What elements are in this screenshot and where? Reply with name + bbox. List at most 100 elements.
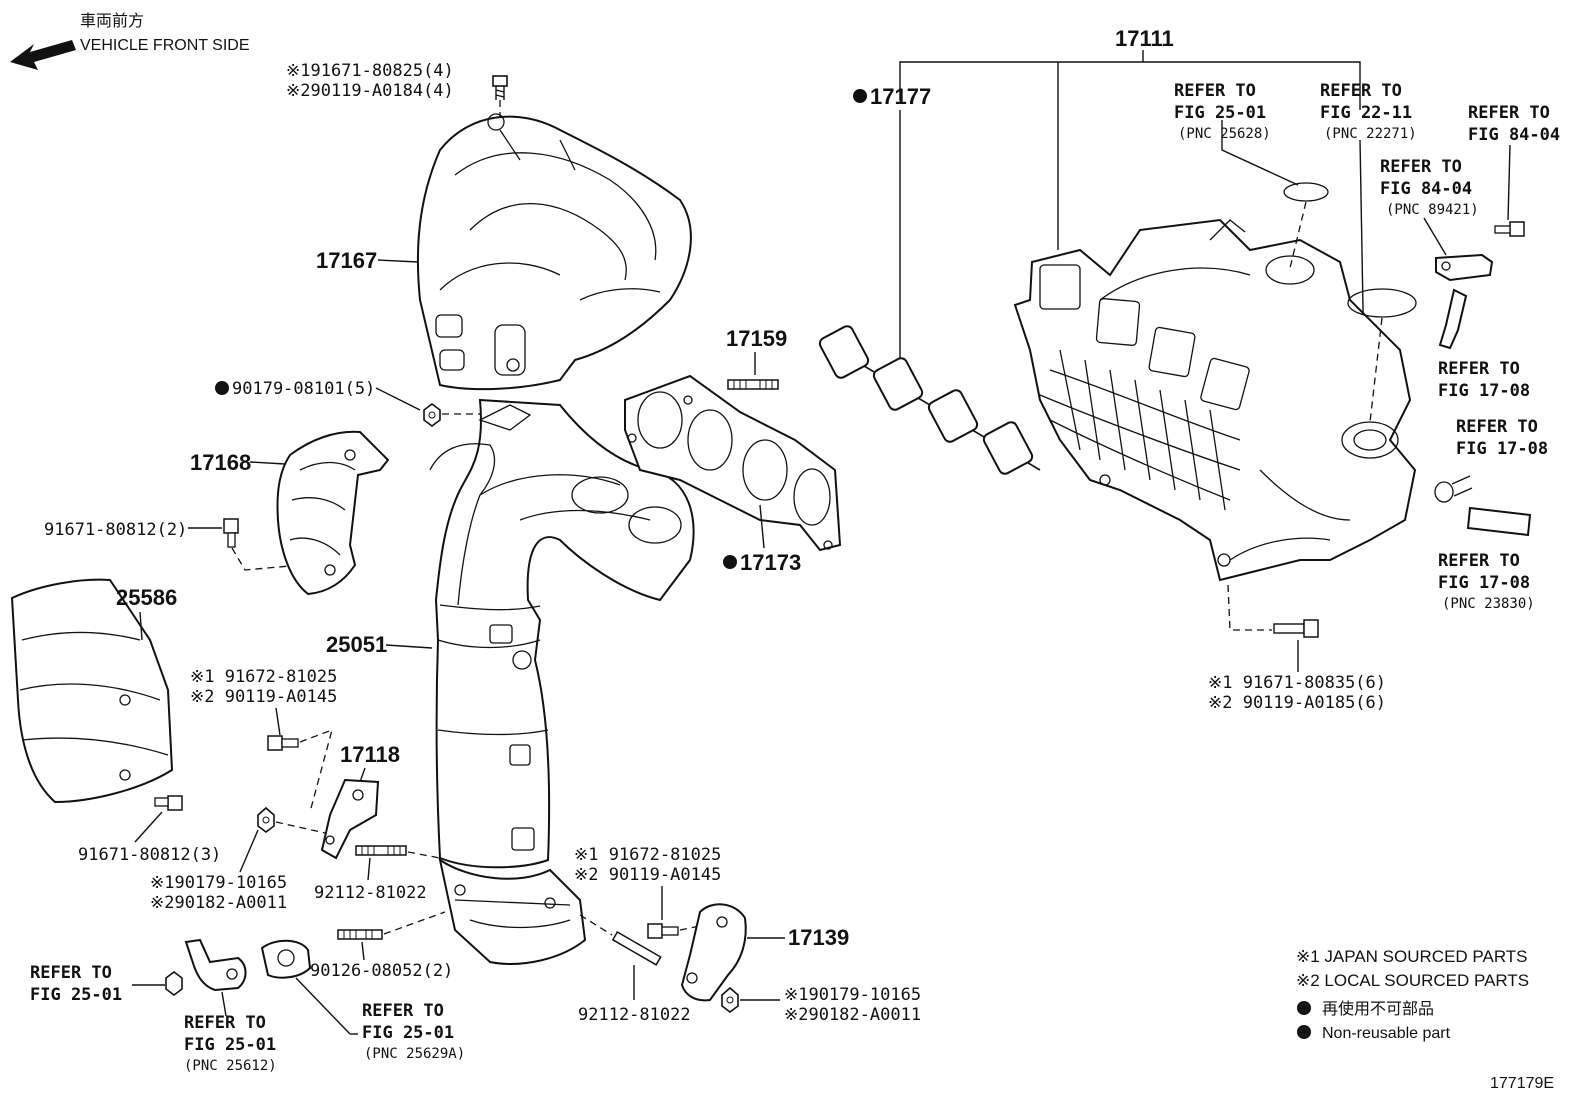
gasket-22271	[1347, 288, 1417, 318]
label-bolt-manifold-1: ※1 91671-80835(6)	[1208, 673, 1386, 693]
label-nut-right-2: ※290182-A0011	[784, 1005, 921, 1025]
label-bolt-manifold-2: ※2 90119-A0185(6)	[1208, 693, 1386, 713]
ref-25628-line2: FIG 25-01	[1174, 103, 1266, 123]
non-reusable-dot-icon	[853, 89, 867, 103]
bolt-icon	[267, 735, 299, 751]
label-25051: 25051	[326, 632, 387, 657]
label-17168: 17168	[190, 450, 251, 475]
intake-manifold-17111	[1013, 218, 1417, 582]
sensor-89421	[1435, 253, 1494, 282]
label-bolt-top-1: ※191671-80825(4)	[286, 61, 454, 81]
label-bolt-mid-1: ※1 91672-81025	[190, 667, 337, 687]
bolt-icon	[154, 795, 183, 811]
ref-25612-pnc: (PNC 25612)	[184, 1058, 277, 1074]
ref-25628-pnc: (PNC 25628)	[1178, 126, 1271, 142]
nut-icon	[165, 971, 183, 996]
label-bolt-91671-80812-3: 91671-80812(3)	[78, 845, 221, 865]
label-stud-90126-08052: 90126-08052(2)	[310, 961, 453, 981]
front-arrow-icon	[10, 40, 76, 70]
clamp-1708b	[1434, 475, 1473, 503]
bolt-top-icon	[492, 75, 508, 100]
hose-1708a	[1438, 288, 1468, 350]
legend-japan-parts: ※1 JAPAN SOURCED PARTS	[1296, 947, 1528, 966]
stud-92112-icon	[355, 845, 407, 856]
label-nut-left-2: ※290182-A0011	[150, 893, 287, 913]
ref-1708b-line1: REFER TO	[1456, 417, 1538, 437]
figure-id: 177179E	[1490, 1075, 1554, 1092]
stay-17118	[320, 778, 380, 860]
ref-2501a-line2: FIG 25-01	[30, 985, 122, 1005]
ref-23830-pnc: (PNC 23830)	[1442, 596, 1535, 612]
label-stud-92112-81022-b: 92112-81022	[578, 1005, 691, 1025]
bolt-icon	[223, 518, 239, 548]
heat-insulator-25586	[10, 578, 174, 804]
label-bolt-top-2: ※290119-A0184(4)	[286, 81, 454, 101]
label-17118: 17118	[340, 742, 400, 767]
ref-89421-line2: FIG 84-04	[1380, 179, 1472, 199]
stud-90126-icon	[337, 929, 383, 940]
non-reusable-dot-icon	[1297, 1025, 1311, 1039]
non-reusable-dot-icon	[1297, 1001, 1311, 1015]
label-bolt-lower-1: ※1 91672-81025	[574, 845, 721, 865]
legend-local-parts: ※2 LOCAL SOURCED PARTS	[1296, 971, 1529, 990]
ref-1708a-line2: FIG 17-08	[1438, 381, 1530, 401]
ref-25612-line2: FIG 25-01	[184, 1035, 276, 1055]
exhaust-manifold-25051	[429, 398, 695, 965]
non-reusable-dot-icon	[723, 555, 737, 569]
label-17167: 17167	[316, 248, 377, 273]
ref-25629a-pnc: (PNC 25629A)	[364, 1046, 465, 1062]
gasket-17173	[624, 374, 842, 552]
ref-22271-pnc: (PNC 22271)	[1324, 126, 1417, 142]
bolt-icon	[647, 923, 679, 939]
nut-icon	[721, 986, 739, 1013]
bolt-icon	[1273, 619, 1319, 638]
label-17159: 17159	[726, 326, 787, 351]
bracket-25612	[184, 938, 247, 992]
label-nut-90179-08101: 90179-08101(5)	[232, 379, 375, 399]
ref-8404a-line1: REFER TO	[1468, 103, 1550, 123]
label-nut-right-1: ※190179-10165	[784, 985, 921, 1005]
ref-22271-line1: REFER TO	[1320, 81, 1402, 101]
heat-insulator-17168	[276, 430, 390, 596]
stay-17139	[680, 903, 747, 1002]
label-nut-left-1: ※190179-10165	[150, 873, 287, 893]
stud-92112-icon	[611, 931, 662, 966]
ref-1708a-line1: REFER TO	[1438, 359, 1520, 379]
nut-icon	[257, 806, 275, 833]
bolt-icon	[1494, 221, 1525, 237]
gasket-25629a	[260, 939, 312, 979]
heat-insulator-17167	[416, 113, 692, 391]
ref-89421-pnc: (PNC 89421)	[1386, 202, 1479, 218]
ref-23830-line1: REFER TO	[1438, 551, 1520, 571]
ref-25612-line1: REFER TO	[184, 1013, 266, 1033]
label-bolt-mid-2: ※2 90119-A0145	[190, 687, 337, 707]
front-label-jp: 車両前方	[80, 12, 144, 30]
legend-nonreuse-en: Non-reusable part	[1322, 1025, 1451, 1042]
ref-25629a-line2: FIG 25-01	[362, 1023, 454, 1043]
legend-nonreuse-jp: 再使用不可部品	[1322, 1000, 1434, 1018]
ref-22271-line2: FIG 22-11	[1320, 103, 1412, 123]
ref-23830-line2: FIG 17-08	[1438, 573, 1530, 593]
front-label-en: VEHICLE FRONT SIDE	[80, 37, 250, 54]
label-25586: 25586	[116, 585, 177, 610]
ref-2501a-line1: REFER TO	[30, 963, 112, 983]
o-ring-25628	[1283, 182, 1329, 202]
ref-25628-line1: REFER TO	[1174, 81, 1256, 101]
non-reusable-dot-icon	[215, 381, 229, 395]
label-17173: 17173	[740, 550, 801, 575]
nut-icon	[423, 403, 441, 427]
gaskets-17177	[818, 325, 1041, 475]
legend: ※1 JAPAN SOURCED PARTS ※2 LOCAL SOURCED …	[1296, 947, 1529, 1042]
label-17139: 17139	[788, 925, 849, 950]
label-17177: 17177	[870, 84, 931, 109]
label-stud-92112-81022-a: 92112-81022	[314, 883, 427, 903]
hose-23830	[1466, 506, 1532, 537]
ref-25629a-line1: REFER TO	[362, 1001, 444, 1021]
stud-17159-icon	[727, 379, 779, 390]
ref-1708b-line2: FIG 17-08	[1456, 439, 1548, 459]
label-bolt-lower-2: ※2 90119-A0145	[574, 865, 721, 885]
label-bolt-91671-80812-2: 91671-80812(2)	[44, 520, 187, 540]
ref-89421-line1: REFER TO	[1380, 157, 1462, 177]
